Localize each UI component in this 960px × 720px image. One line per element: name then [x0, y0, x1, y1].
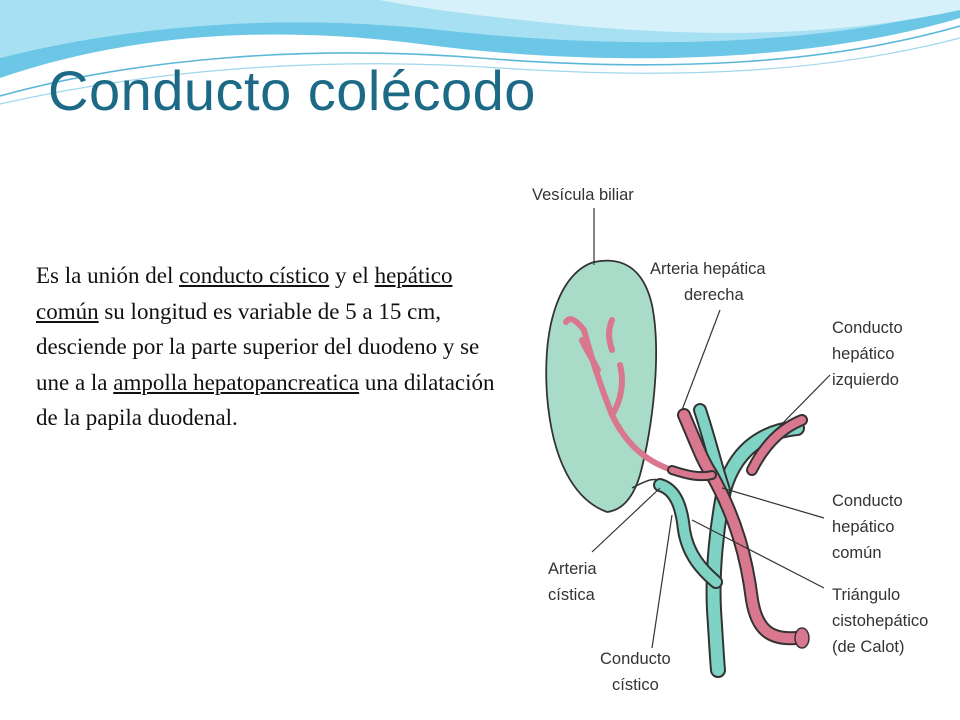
label-arteria-cistica-line1: Arteria: [548, 560, 597, 578]
label-triangulo-line2: cistohepático: [832, 612, 928, 630]
artery-cut-end: [794, 627, 810, 649]
label-hepatico-izquierdo-line3: izquierdo: [832, 371, 899, 389]
label-arteria-hepatica-derecha-line1: Arteria hepática: [650, 260, 766, 278]
label-triangulo-line1: Triángulo: [832, 586, 900, 604]
link-ampolla-hepatopancreatica[interactable]: ampolla hepatopancreatica: [113, 369, 360, 395]
link-hepatico-comun[interactable]: hepático común: [36, 263, 453, 324]
label-conducto-cistico-line2: cístico: [612, 676, 659, 694]
cystic-artery-branches: [563, 316, 675, 473]
label-hepatico-comun-line1: Conducto: [832, 492, 903, 510]
body-text-part-1: Es la unión del: [36, 263, 180, 288]
label-arteria-hepatica-derecha-line2: derecha: [684, 286, 744, 304]
body-text-part-3: su longitud es variable de 5 a 15 cm, de…: [36, 298, 480, 395]
label-conducto-cistico-line1: Conducto: [600, 650, 671, 668]
label-hepatico-izquierdo-line2: hepático: [832, 345, 894, 363]
link-conducto-cistico[interactable]: conducto cístico: [179, 263, 330, 288]
biliary-anatomy-diagram: Vesícula biliar Arteria hepática derecha…: [532, 186, 928, 694]
body-text-part-4: una dilatación de la papila duodenal.: [36, 369, 495, 431]
label-hepatico-comun-line2: hepático: [832, 518, 894, 536]
body-paragraph: Es la unión del conducto cístico y el he…: [36, 258, 496, 436]
header-wave-decoration: [0, 0, 960, 105]
label-hepatico-comun-line3: común: [832, 544, 882, 562]
hepatic-arteries: [667, 408, 808, 646]
label-hepatico-izquierdo-line1: Conducto: [832, 319, 903, 337]
slide-title: Conducto colécodo: [48, 59, 536, 122]
label-triangulo-line3: (de Calot): [832, 638, 904, 656]
leader-lines: [591, 208, 831, 649]
body-text-part-2: y el: [329, 263, 375, 288]
label-vesicula-biliar: Vesícula biliar: [532, 186, 634, 204]
label-arteria-cistica-line2: cística: [548, 586, 596, 604]
